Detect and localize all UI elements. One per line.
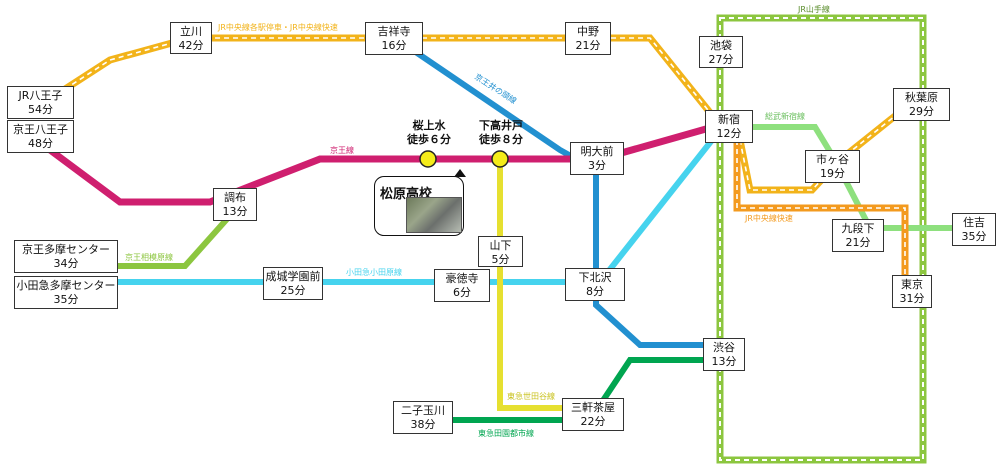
- shimotakaido-walk-time: 徒歩８分: [479, 133, 523, 146]
- denentoshi-label: 東急田園都市線: [478, 428, 534, 438]
- sakurajosui-name: 桜上水: [412, 119, 446, 132]
- odakyu-label: 小田急小田原線: [346, 267, 402, 277]
- yamanote-label: JR山手線: [797, 4, 830, 14]
- sakurajosui-station-marker: [419, 150, 437, 168]
- sagamihara-label: 京王相模原線: [125, 252, 173, 262]
- keio-label: 京王線: [330, 145, 354, 155]
- sakurajosui-walk-time: 徒歩６分: [407, 133, 451, 146]
- sobu-label: 総武新宿線: [765, 111, 805, 121]
- jr-chuo-label: JR中央線各駅停車・JR中央線快速: [217, 22, 338, 32]
- tokyu-denentoshi-line: [430, 357, 722, 423]
- shimotakaido-walk-label: 下高井戸 徒歩８分: [468, 119, 534, 147]
- sakurajosui-walk-label: 桜上水 徒歩６分: [398, 119, 460, 147]
- chuo-rapid-label: JR中央線快速: [744, 213, 793, 223]
- inokashira-label: 京王井の頭線: [473, 71, 519, 106]
- school-bubble-tail: [454, 169, 466, 177]
- shimotakaido-name: 下高井戸: [479, 119, 523, 132]
- school-aerial-photo: [406, 197, 462, 233]
- school-callout: 松原高校: [374, 169, 470, 248]
- setagaya-label: 東急世田谷線: [507, 391, 555, 401]
- keio-inokashira-line: [396, 37, 722, 348]
- yamanote-line: [716, 14, 927, 464]
- shimotakaido-station-marker: [491, 150, 509, 168]
